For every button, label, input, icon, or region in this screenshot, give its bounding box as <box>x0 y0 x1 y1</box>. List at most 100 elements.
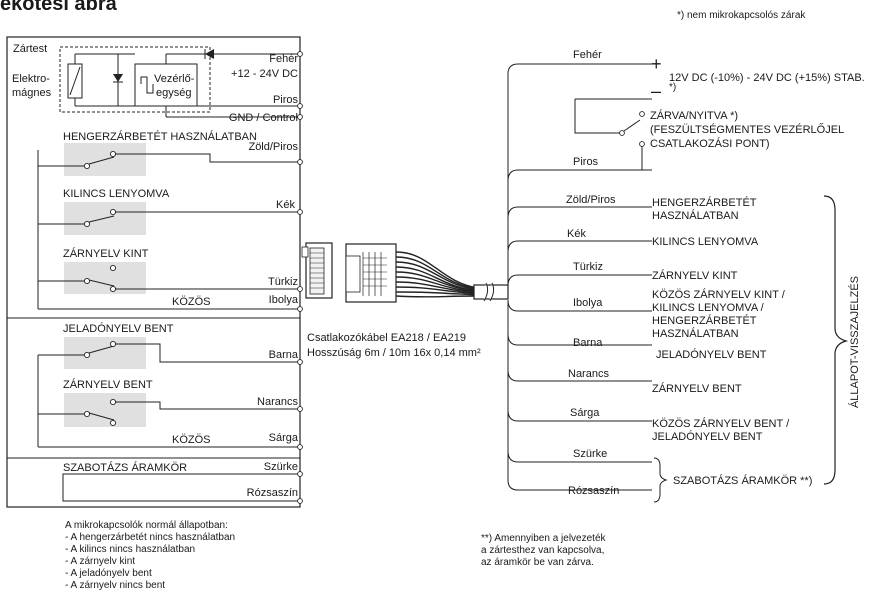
svg-text:A mikrokapcsolók normál állapo: A mikrokapcsolók normál állapotban: <box>65 520 228 531</box>
wire-label: Barna <box>269 349 299 361</box>
switch-zarnyelv-kint: ZÁRNYELV KINT Türkiz <box>38 247 300 294</box>
minus-sign: – <box>651 81 661 101</box>
sabotage-loop: SZABOTÁZS ÁRAMKÖR Szürke Rózsaszín <box>62 461 300 502</box>
switch-kilincs: KILINCS LENYOMVA Kék <box>38 188 300 235</box>
branch-labels: Fehér Piros Zöld/Piros Kék Türkiz Ibolya… <box>566 49 619 497</box>
supply-voltage-right: 12V DC (-10%) - 24V DC (+15%) STAB. <box>669 72 865 84</box>
branch-sarga: Sárga <box>570 407 600 419</box>
cable-fan <box>395 251 479 298</box>
control-unit-label-1: Vezérlő- <box>154 73 195 85</box>
wire-sarga-left: Sárga <box>269 432 299 444</box>
sabotage-brace <box>653 457 668 503</box>
diagram-title: ekötési ábra <box>0 0 118 15</box>
status-label-2: (FESZÜLTSÉGMENTES VEZÉRLŐJEL <box>650 122 844 136</box>
switch-hengerzarbetet: HENGERZÁRBETÉT HASZNÁLATBAN Zöld/Piros <box>38 130 300 176</box>
svg-text:ZÁRNYELV KINT: ZÁRNYELV KINT <box>652 269 738 282</box>
svg-text:a zártesthez van kapcsolva,: a zártesthez van kapcsolva, <box>481 545 604 556</box>
section-label: ZÁRNYELV BENT <box>63 378 153 391</box>
wire-szurke-left: Szürke <box>264 461 298 473</box>
switch-zarnyelv-bent: ZÁRNYELV BENT Narancs <box>38 378 300 427</box>
lock-body: Zártest Elektro- mágnes Vezérlő- egység <box>6 36 303 508</box>
cable-branches <box>507 63 652 491</box>
cable-jacket <box>473 282 509 302</box>
svg-text:KILINCS LENYOMVA: KILINCS LENYOMVA <box>652 236 759 248</box>
svg-text:HASZNÁLATBAN: HASZNÁLATBAN <box>652 327 739 340</box>
lock-body-frame <box>6 36 301 508</box>
terminal-pins <box>297 51 303 504</box>
sabotage-label-right: SZABOTÁZS ÁRAMKÖR **) <box>673 474 812 487</box>
lock-body-label: Zártest <box>13 43 47 55</box>
svg-text:HENGERZÁRBETÉT: HENGERZÁRBETÉT <box>652 196 757 209</box>
gnd-control-label: GND / Control <box>229 112 298 124</box>
power-supply: + – *) 12V DC (-10%) - 24V DC (+15%) STA… <box>651 54 865 101</box>
status-output: ZÁRVA/NYITVA *) (FESZÜLTSÉGMENTES VEZÉRL… <box>574 98 844 170</box>
status-label-1: ZÁRVA/NYITVA *) <box>650 109 738 122</box>
svg-text:JELADÓNYELV BENT: JELADÓNYELV BENT <box>652 430 763 443</box>
svg-text:**) Amennyiben a jelvezeték: **) Amennyiben a jelvezeték <box>481 533 607 544</box>
svg-text:JELADÓNYELV BENT: JELADÓNYELV BENT <box>656 348 767 361</box>
section-label: JELADÓNYELV BENT <box>63 322 174 335</box>
electromagnet-label-1: Elektro- <box>12 73 50 85</box>
wire-ibolya-left: Ibolya <box>269 294 299 306</box>
diode-icon-supply <box>205 49 214 59</box>
branch-kek: Kék <box>567 228 586 240</box>
wire-label: Kék <box>276 199 295 211</box>
svg-text:ZÁRNYELV BENT: ZÁRNYELV BENT <box>652 382 742 395</box>
wire-piros-left: Piros <box>273 94 299 106</box>
svg-text:KILINCS LENYOMVA /: KILINCS LENYOMVA / <box>652 302 765 314</box>
status-label-3: CSATLAKOZÁSI PONT) <box>650 137 770 150</box>
cable-label-1: Csatlakozókábel EA218 / EA219 <box>307 332 466 344</box>
svg-text:- A hengerzárbetét nincs haszn: - A hengerzárbetét nincs használatban <box>65 532 235 543</box>
connector-plug <box>301 242 333 299</box>
diode-icon <box>113 74 123 82</box>
supply-voltage-left: +12 - 24V DC <box>231 68 298 80</box>
svg-text:- A kilincs nincs használatban: - A kilincs nincs használatban <box>65 544 195 555</box>
electromagnet-block: Elektro- mágnes Vezérlő- egység Fehér +1… <box>12 46 300 124</box>
status-feedback-brace <box>823 195 849 485</box>
branch-zold-piros: Zöld/Piros <box>566 194 616 206</box>
switch-jeladonyelv-bent: JELADÓNYELV BENT Barna <box>38 322 300 369</box>
control-unit-box <box>134 63 198 107</box>
branch-narancs: Narancs <box>568 368 609 380</box>
branch-rozsaszin: Rózsaszín <box>568 485 619 497</box>
svg-text:HENGERZÁRBETÉT: HENGERZÁRBETÉT <box>652 314 757 327</box>
control-enclosure <box>59 46 211 113</box>
connector-socket <box>345 243 397 303</box>
svg-text:- A zárnyelv kint: - A zárnyelv kint <box>65 556 135 567</box>
branch-feher: Fehér <box>573 49 602 61</box>
branch-barna: Barna <box>573 337 603 349</box>
kozos-label-2: KÖZÖS <box>172 434 211 446</box>
wire-feher-left: Fehér <box>269 53 298 65</box>
wire-label: Türkiz <box>268 276 298 288</box>
branch-turkiz: Türkiz <box>573 261 603 273</box>
control-unit-label-2: egység <box>156 87 191 99</box>
plus-sign: + <box>651 54 662 74</box>
section-label: HENGERZÁRBETÉT HASZNÁLATBAN <box>63 130 257 143</box>
sabotage-label-left: SZABOTÁZS ÁRAMKÖR <box>63 461 187 474</box>
branch-ibolya: Ibolya <box>573 297 603 309</box>
minus-note: *) <box>669 82 676 93</box>
wire-label: Narancs <box>257 396 298 408</box>
cable-break-icon <box>483 282 495 302</box>
svg-text:az áramkör be van zárva.: az áramkör be van zárva. <box>481 557 594 568</box>
svg-text:- A jeladónyelv bent: - A jeladónyelv bent <box>65 568 152 579</box>
section-label: KILINCS LENYOMVA <box>63 188 170 200</box>
status-feedback-label: ÁLLAPOT-VISSZAJELZÉS <box>848 276 861 408</box>
svg-text:- A zárnyelv nincs bent: - A zárnyelv nincs bent <box>65 580 165 591</box>
function-descriptions: HENGERZÁRBETÉT HASZNÁLATBAN KILINCS LENY… <box>652 196 790 443</box>
electromagnet-label-2: mágnes <box>12 87 52 99</box>
svg-text:HASZNÁLATBAN: HASZNÁLATBAN <box>652 209 739 222</box>
svg-text:KÖZÖS ZÁRNYELV KINT /: KÖZÖS ZÁRNYELV KINT / <box>652 288 786 301</box>
pulse-icon <box>140 76 154 94</box>
kozos-label-1: KÖZÖS <box>172 296 211 308</box>
note-non-microswitch: *) nem mikrokapcsolós zárak <box>677 10 806 21</box>
wire-label: Zöld/Piros <box>248 141 298 153</box>
svg-text:KÖZÖS ZÁRNYELV BENT /: KÖZÖS ZÁRNYELV BENT / <box>652 417 790 430</box>
branch-szurke: Szürke <box>573 448 607 460</box>
section-label: ZÁRNYELV KINT <box>63 247 149 260</box>
notes-sabotage: **) Amennyiben a jelvezeték a zártesthez… <box>481 533 607 568</box>
cable-label-2: Hosszúság 6m / 10m 16x 0,14 mm² <box>307 347 481 359</box>
notes-normal-state: A mikrokapcsolók normál állapotban: - A … <box>65 520 235 591</box>
wire-rozsaszin-left: Rózsaszín <box>247 487 298 499</box>
